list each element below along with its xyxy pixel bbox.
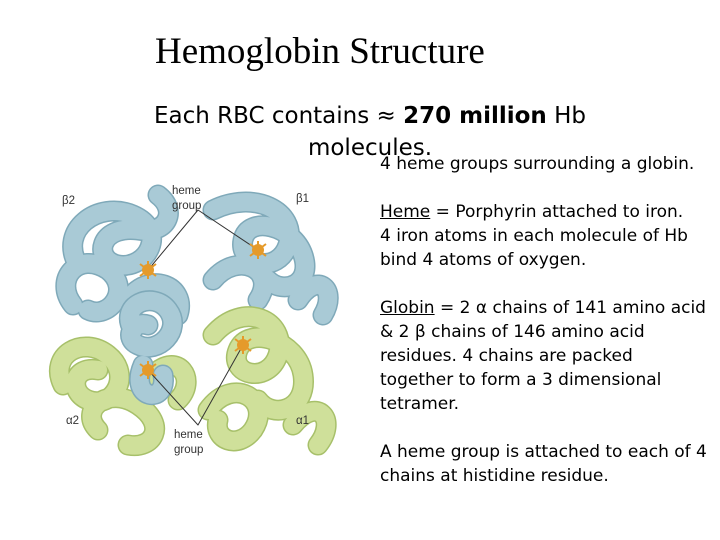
note-iron-atoms: 4 iron atoms in each molecule of Hb bind… [380, 226, 688, 270]
hemoglobin-illustration: β2 heme group β1 α2 heme group α1 [38, 170, 368, 470]
note-heme-definition: Heme = Porphyrin attached to iron. [380, 200, 710, 224]
heme-top-line1: heme [172, 185, 201, 197]
notes-panel: 4 heme groups surrounding a globin. Heme… [380, 152, 710, 488]
globin-definition-text: = 2 α chains of 141 amino acid & 2 β cha… [380, 298, 706, 414]
subtitle-suffix: Hb molecules. [307, 103, 587, 161]
term-heme: Heme [380, 202, 431, 222]
hemoglobin-tetramer-drawing [48, 184, 339, 457]
label-beta2: β2 [62, 195, 76, 207]
heme-bottom-line2: group [174, 444, 204, 456]
label-beta1: β1 [296, 193, 310, 205]
label-alpha1: α1 [296, 415, 310, 427]
rbc-hb-count: Each RBC contains ≈ 270 million Hb molec… [110, 100, 630, 164]
heme-pointer-lines [147, 209, 259, 426]
subtitle-highlight: 270 million [403, 103, 547, 129]
label-heme-group-top: heme group [172, 184, 201, 214]
note-heme-groups: 4 heme groups surrounding a globin. [380, 154, 695, 174]
subtitle-prefix: Each RBC contains ≈ [153, 103, 404, 129]
alpha1-chain [199, 307, 336, 454]
label-alpha2: α2 [66, 415, 80, 427]
term-globin: Globin [380, 298, 435, 318]
label-heme-group-bottom: heme group [174, 428, 203, 458]
slide-title: Hemoglobin Structure [155, 31, 485, 72]
note-globin-definition: Globin = 2 α chains of 141 amino acid & … [380, 296, 710, 416]
heme-top-line2: group [172, 200, 202, 212]
beta2-chain [56, 186, 189, 324]
heme-definition-text: = Porphyrin attached to iron. [430, 202, 684, 222]
heme-groups [139, 241, 267, 379]
heme-bottom-line1: heme [174, 429, 203, 441]
note-heme-attachment: A heme group is attached to each of 4 ch… [380, 442, 707, 486]
